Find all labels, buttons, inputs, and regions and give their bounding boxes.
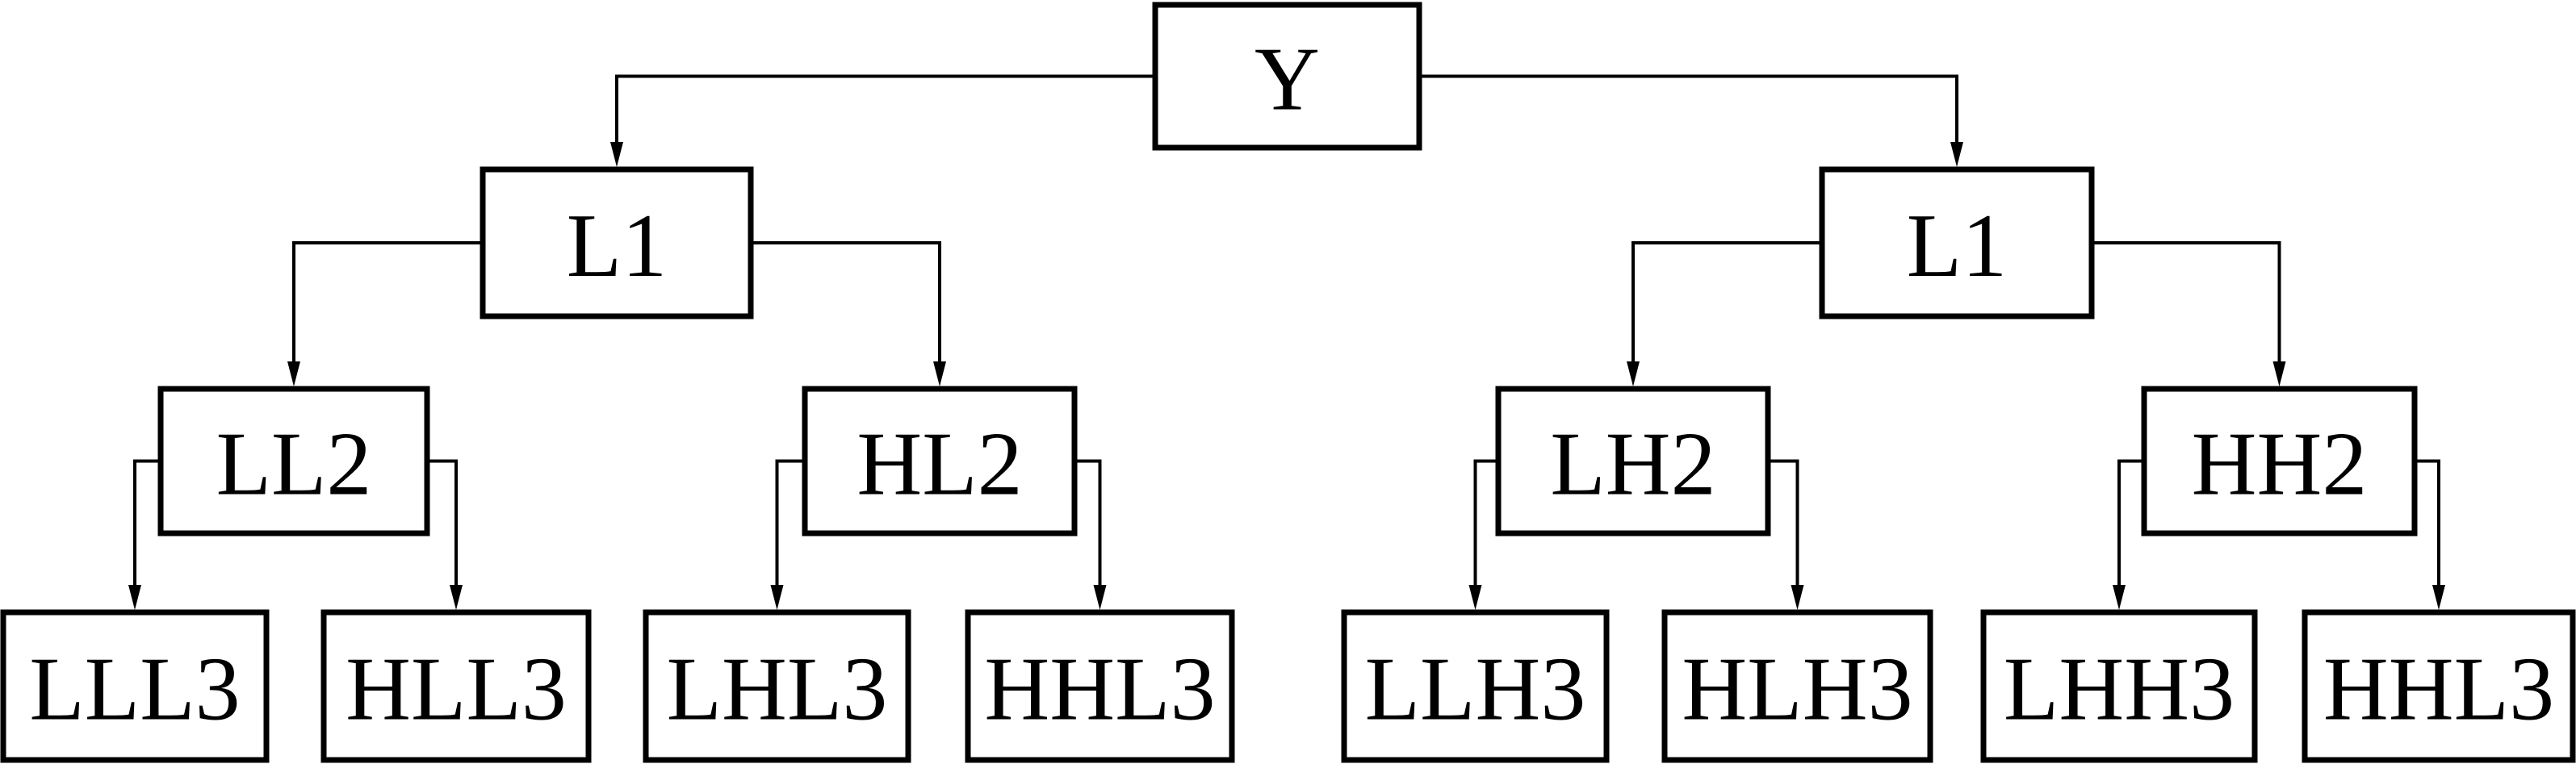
node-hlh3: HLH3 (1661, 609, 1933, 763)
arrowhead-icon (1950, 142, 1963, 167)
arrowhead-icon (770, 585, 784, 610)
connector-line (2415, 459, 2440, 588)
node-box (1152, 2, 1422, 151)
edge-l1b-to-hh2 (2092, 241, 2286, 386)
node-label: LL2 (216, 415, 372, 515)
arrowhead-icon (1791, 585, 1804, 610)
edge-l1a-to-hl2 (751, 241, 946, 386)
node-y: Y (1152, 2, 1422, 151)
node-ll2: LL2 (157, 386, 430, 536)
arrowhead-icon (2113, 585, 2126, 610)
node-label: LHL3 (667, 640, 888, 740)
arrowhead-icon (2272, 361, 2286, 386)
arrowhead-icon (610, 142, 623, 167)
connector-line (1473, 459, 1498, 588)
connector-line (427, 459, 458, 588)
edge-hh2-to-lhh3 (2113, 459, 2144, 610)
node-label: LHH3 (2004, 640, 2235, 740)
node-box (965, 609, 1235, 763)
node-lh2: LH2 (1495, 386, 1771, 536)
node-lhl3: LHL3 (643, 609, 911, 763)
node-box (1661, 609, 1933, 763)
node-label: HH2 (2192, 415, 2368, 515)
connector-line (1631, 241, 1822, 365)
node-box (2141, 386, 2418, 536)
edge-ll2-to-lll3 (128, 459, 161, 610)
arrowhead-icon (450, 585, 463, 610)
node-box (1980, 609, 2258, 763)
connector-line (1419, 74, 1958, 145)
node-label: HHL3 (984, 640, 1215, 740)
edge-ll2-to-hll3 (427, 459, 463, 610)
node-hhl3b: HHL3 (2302, 609, 2576, 763)
edge-hl2-to-lhl3 (770, 459, 805, 610)
connector-line (751, 241, 941, 365)
node-box (802, 386, 1078, 536)
arrowhead-icon (1627, 361, 1640, 386)
connector-line (1768, 459, 1799, 588)
arrowhead-icon (2432, 585, 2445, 610)
arrowhead-icon (933, 361, 946, 386)
arrowhead-icon (1093, 585, 1107, 610)
node-box (480, 166, 754, 319)
edge-l1b-to-lh2 (1627, 241, 1822, 386)
node-label: LLH3 (1365, 640, 1586, 740)
node-hl2: HL2 (802, 386, 1078, 536)
edge-lh2-to-llh3 (1468, 459, 1498, 610)
connector-line (775, 459, 805, 588)
node-box (157, 386, 430, 536)
edge-hh2-to-hhl3b (2415, 459, 2445, 610)
node-box (1819, 166, 2095, 319)
node-lhh3: LHH3 (1980, 609, 2258, 763)
node-label: L1 (1907, 196, 2007, 296)
node-lll3: LLL3 (0, 609, 270, 763)
edge-lh2-to-hlh3 (1768, 459, 1804, 610)
connector-line (2092, 241, 2281, 365)
node-box (320, 609, 592, 763)
connector-line (2117, 459, 2144, 588)
connector-line (1074, 459, 1102, 588)
connectors (128, 74, 2445, 610)
node-label: HHL3 (2323, 640, 2554, 740)
arrowhead-icon (128, 585, 141, 610)
node-box (1495, 386, 1771, 536)
edge-y-to-l1b (1419, 74, 1963, 167)
node-box (0, 609, 270, 763)
node-l1a: L1 (480, 166, 754, 319)
node-label: Y (1254, 30, 1320, 130)
node-label: LH2 (1550, 415, 1715, 515)
connector-line (133, 459, 161, 588)
edge-l1a-to-ll2 (287, 241, 483, 386)
node-hh2: HH2 (2141, 386, 2418, 536)
edge-hl2-to-hhl3 (1074, 459, 1107, 610)
node-label: HLH3 (1682, 640, 1912, 740)
node-box (1341, 609, 1610, 763)
connector-line (292, 241, 483, 365)
node-box (2302, 609, 2576, 763)
node-hll3: HLL3 (320, 609, 592, 763)
node-box (643, 609, 911, 763)
arrowhead-icon (287, 361, 300, 386)
node-l1b: L1 (1819, 166, 2095, 319)
arrowhead-icon (1468, 585, 1482, 610)
node-label: HLL3 (346, 640, 567, 740)
node-label: L1 (567, 196, 667, 296)
edge-y-to-l1a (610, 74, 1155, 167)
node-label: LLL3 (29, 640, 240, 740)
node-label: HL2 (857, 415, 1022, 515)
node-llh3: LLH3 (1341, 609, 1610, 763)
node-hhl3: HHL3 (965, 609, 1235, 763)
connector-line (615, 74, 1155, 145)
